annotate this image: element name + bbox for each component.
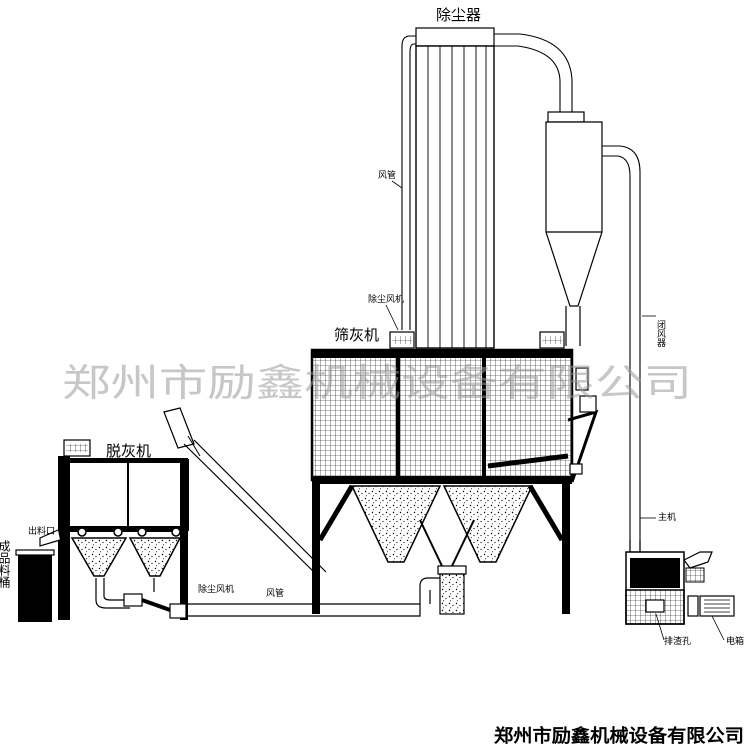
company-name: 郑州市励鑫机械设备有限公司 [494, 725, 744, 747]
label-airlock: 闭风器 [655, 319, 666, 347]
label-air-pipe-top: 风管 [378, 169, 396, 181]
ash-screener [310, 331, 599, 484]
label-electric-box: 电箱 [726, 635, 744, 647]
left-air-pipe [401, 35, 416, 330]
electric-box [687, 595, 735, 617]
label-product-bin: 成品料桶 [0, 540, 11, 588]
cyclone-separator [545, 111, 603, 346]
ash-remover [39, 439, 189, 620]
dust-collector [415, 27, 495, 349]
top-air-duct [494, 33, 573, 112]
label-slag-hole: 排渣孔 [664, 635, 691, 647]
labels: 除尘器 风管 除尘风机 筛灰机 闭风器 主机 排渣孔 电箱 脱灰机 出料口 成品… [0, 6, 744, 647]
product-bin [15, 549, 55, 622]
label-dust-fan-bottom: 除尘风机 [198, 583, 234, 595]
label-ash-remover: 脱灰机 [106, 442, 151, 460]
label-air-pipe-bottom: 风管 [266, 587, 284, 599]
screener-support [312, 484, 570, 615]
main-unit [625, 540, 713, 625]
label-main-unit: 主机 [658, 511, 676, 523]
label-outlet: 出料口 [28, 525, 55, 537]
label-dust-collector: 除尘器 [436, 6, 481, 24]
label-ash-screener: 筛灰机 [334, 326, 379, 344]
bottom-air-duct [186, 577, 440, 617]
screw-conveyor [163, 407, 327, 577]
label-dust-fan-top: 除尘风机 [368, 293, 404, 305]
return-air-pipe [602, 145, 641, 552]
watermark: 郑州市励鑫机械设备有限公司 [62, 361, 692, 405]
